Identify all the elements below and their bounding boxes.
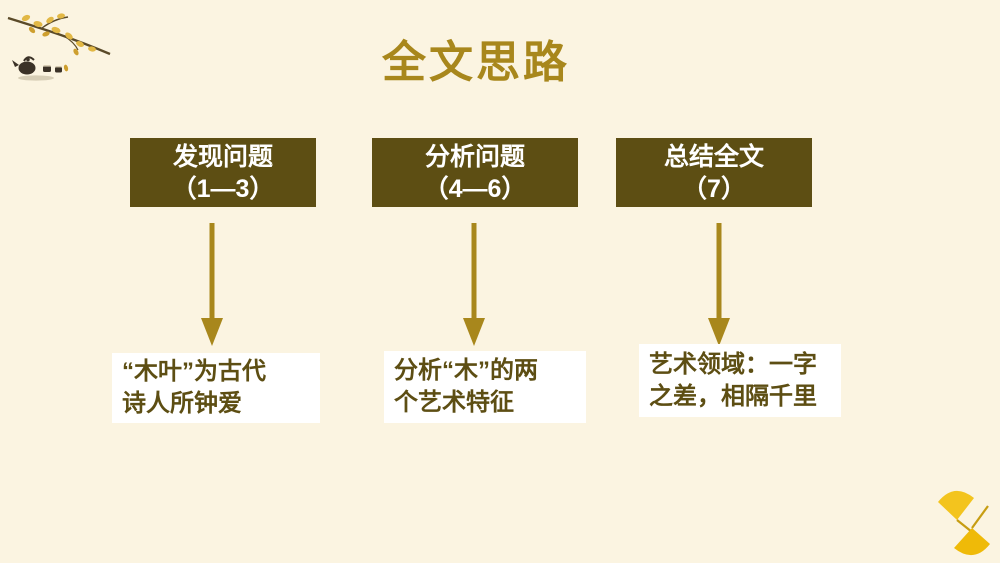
- flow-detail-3-line1: 艺术领域：一字: [649, 350, 817, 378]
- flow-detail-1-line2: 诗人所钟爱: [122, 390, 242, 417]
- flow-header-3-label: 总结全文: [663, 142, 764, 171]
- flow-detail-2-line2: 个艺术特征: [394, 389, 514, 416]
- flow-header-2-label: 分析问题: [424, 142, 525, 171]
- ginkgo-leaves-icon: [938, 490, 990, 556]
- flow-detail-box-1: “木叶”为古代 诗人所钟爱: [112, 353, 320, 423]
- flow-header-3-range: （7）: [682, 174, 746, 203]
- flow-detail-3-line2: 之差，相隔千里: [649, 382, 817, 410]
- arrow-down-icon: [463, 223, 485, 346]
- flow-header-box-1: 发现问题 （1—3）: [130, 138, 316, 207]
- flow-detail-box-2: 分析“木”的两 个艺术特征: [384, 351, 586, 423]
- flow-header-box-3: 总结全文 （7）: [616, 138, 812, 207]
- flow-header-1-label: 发现问题: [172, 142, 273, 171]
- flow-header-box-2: 分析问题 （4—6）: [372, 138, 578, 207]
- flow-header-2-range: （4—6）: [423, 174, 527, 203]
- slide-title: 全文思路: [382, 38, 570, 87]
- arrow-down-icon: [708, 223, 730, 346]
- flow-header-1-range: （1—3）: [171, 174, 275, 203]
- flow-detail-1-line1: “木叶”为古代: [122, 358, 266, 386]
- arrow-down-icon: [201, 223, 223, 346]
- flow-detail-box-3: 艺术领域：一字 之差，相隔千里: [639, 344, 841, 417]
- branch-teapot-decoration-icon: [7, 13, 111, 81]
- flow-detail-2-line1: 分析“木”的两: [394, 357, 538, 385]
